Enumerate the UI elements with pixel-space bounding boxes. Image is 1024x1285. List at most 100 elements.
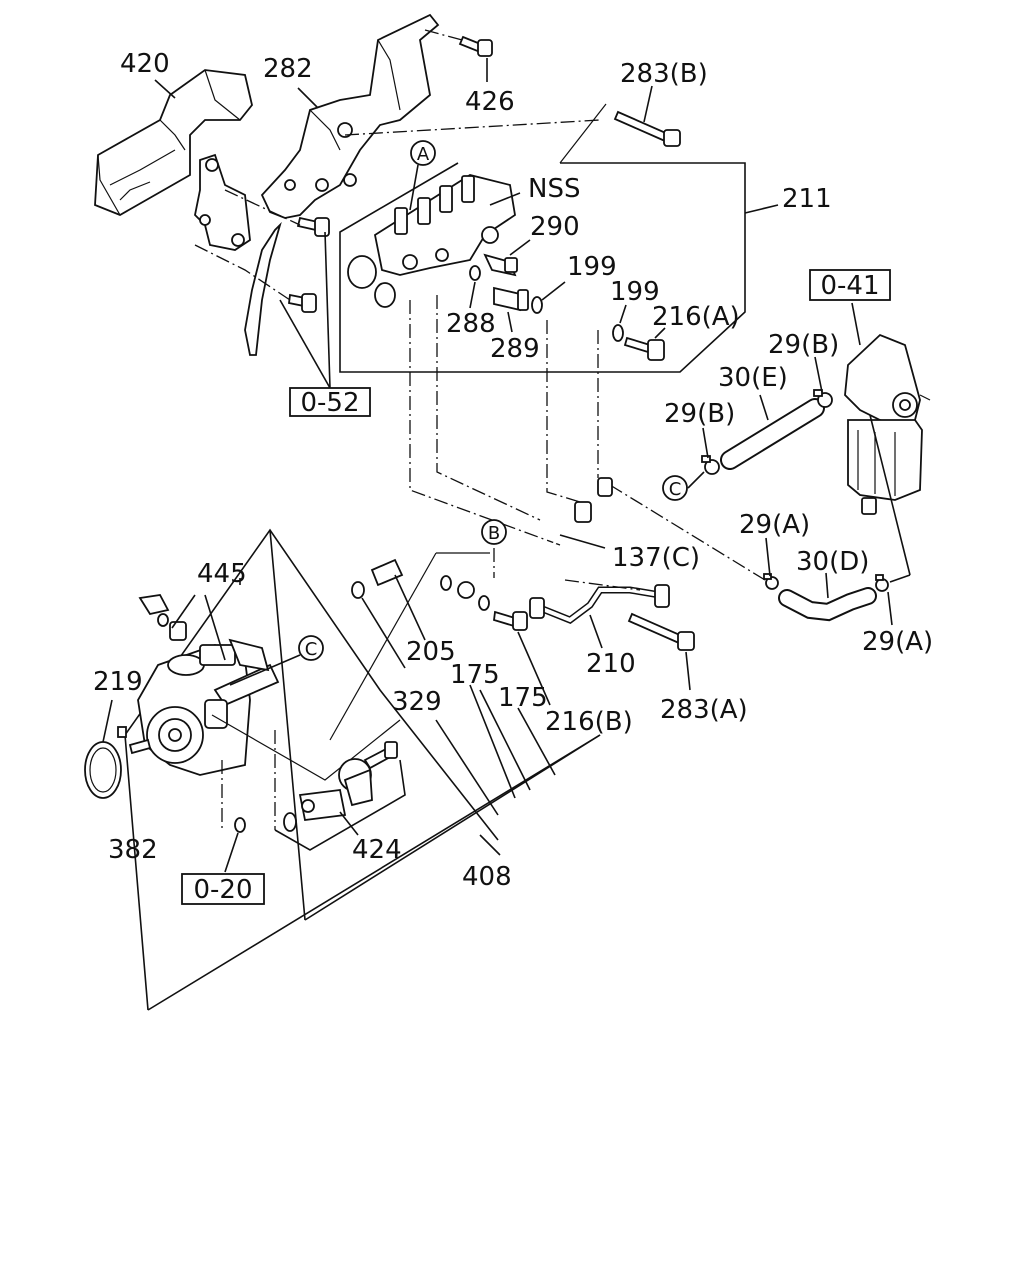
leader-29a-2 (887, 591, 893, 626)
part-fuel-filter (844, 333, 931, 515)
callout-29b-1[interactable]: 29(B) (768, 330, 839, 360)
circle-marker-c1-label: C (669, 479, 682, 500)
callout-445[interactable]: 445 (197, 559, 247, 589)
callout-290[interactable]: 290 (530, 212, 580, 242)
callout-216b[interactable]: 216(B) (545, 707, 633, 737)
leader-filter-29a-tip (889, 574, 911, 583)
callout-288[interactable]: 288 (446, 309, 496, 339)
part-289-connector (493, 286, 529, 312)
callout-210[interactable]: 210 (586, 649, 636, 679)
part-216b-bolt (493, 610, 528, 631)
leader-420 (154, 79, 176, 99)
callout-30d[interactable]: 30(D) (796, 547, 869, 577)
callout-29b-2[interactable]: 29(B) (664, 399, 735, 429)
callout-29a-2[interactable]: 29(A) (862, 627, 933, 657)
leader-445b (204, 594, 226, 661)
callout-382[interactable]: 382 (108, 835, 158, 865)
group-outline-211 (339, 162, 746, 373)
leader-137c (559, 534, 606, 549)
part-283b-bolt (613, 110, 681, 147)
dash-route-1 (409, 300, 561, 546)
leader-283b-group (559, 103, 607, 164)
dash-426 (424, 29, 463, 41)
part-mounting-bracket (194, 153, 282, 356)
circle-marker-a-label: A (417, 144, 430, 165)
group-outline-408-left (124, 528, 499, 1011)
leader-283b (643, 85, 653, 123)
part-pin (117, 726, 127, 738)
callout-424[interactable]: 424 (352, 835, 402, 865)
callout-420[interactable]: 420 (120, 49, 170, 79)
ref-box-020[interactable]: 0-20 (181, 873, 265, 905)
callout-205[interactable]: 205 (406, 637, 456, 667)
callout-282[interactable]: 282 (263, 54, 313, 84)
part-199-washer-b (612, 324, 624, 342)
part-282-bracket (260, 13, 440, 219)
leader-211 (744, 204, 779, 214)
leader-216a (654, 327, 666, 339)
leader-052-left (279, 299, 331, 389)
circle-marker-b: B (481, 519, 507, 545)
callout-175-a[interactable]: 175 (450, 660, 500, 690)
callout-29a-1[interactable]: 29(A) (739, 510, 810, 540)
callout-nss[interactable]: NSS (528, 174, 580, 204)
part-30e-hose (720, 398, 825, 470)
leader-210 (589, 614, 603, 649)
part-219-oring-inner (89, 747, 117, 793)
circle-marker-c2: C (298, 635, 324, 661)
callout-199-b[interactable]: 199 (610, 277, 660, 307)
ref-box-020-label: 0-20 (193, 875, 252, 905)
part-fuel-manifold (347, 174, 516, 308)
part-288-washer (469, 265, 481, 281)
leader-marker-a (409, 164, 419, 211)
dash-route-5 (609, 484, 766, 581)
ref-box-052-label: 0-52 (300, 388, 359, 418)
leader-175a (469, 684, 516, 799)
leader-282 (297, 87, 319, 109)
callout-408[interactable]: 408 (462, 862, 512, 892)
callout-283a[interactable]: 283(A) (660, 695, 748, 725)
part-supply-pump (128, 638, 280, 776)
group-line-408-bottom (147, 734, 601, 1011)
leader-216b (517, 631, 551, 706)
callout-289[interactable]: 289 (490, 334, 540, 364)
leader-30d (825, 572, 829, 599)
dash-route-2 (436, 295, 541, 521)
circle-marker-c2-label: C (305, 639, 318, 660)
leader-445 (171, 594, 196, 629)
ref-box-052[interactable]: 0-52 (289, 387, 371, 418)
line-marker-c2 (229, 654, 301, 686)
part-424-control-valve (298, 741, 398, 821)
callout-199-a[interactable]: 199 (567, 252, 617, 282)
leader-199b (619, 304, 627, 324)
ref-box-041[interactable]: 0-41 (809, 269, 891, 301)
part-205-fitting (370, 558, 404, 587)
leader-424 (339, 811, 359, 836)
part-137c-fuel-pipe (457, 477, 613, 599)
part-283a-bolt (627, 612, 695, 651)
leader-290 (509, 239, 531, 256)
dash-bracket-2 (194, 244, 291, 301)
leader-29b-1 (814, 356, 823, 393)
callout-219[interactable]: 219 (93, 667, 143, 697)
group-line-408-diagonal (269, 529, 306, 921)
part-175-washer-a (440, 575, 452, 591)
circle-marker-a: A (410, 140, 436, 166)
part-420-bracket (94, 69, 253, 216)
leader-288 (469, 281, 476, 309)
callout-211[interactable]: 211 (782, 184, 832, 214)
leader-175b-base (479, 689, 531, 791)
part-29b-clamp-b (701, 455, 720, 475)
callout-216a[interactable]: 216(A) (652, 302, 740, 332)
callout-30e[interactable]: 30(E) (718, 363, 788, 393)
dash-283b (344, 119, 601, 136)
part-oring-424 (283, 812, 297, 832)
part-29a-clamp-a (763, 573, 779, 590)
callout-283b[interactable]: 283(B) (620, 59, 708, 89)
callout-426[interactable]: 426 (465, 87, 515, 117)
leader-199a (541, 281, 566, 301)
callout-137c[interactable]: 137(C) (612, 543, 700, 573)
callout-175-b[interactable]: 175 (498, 683, 548, 713)
callout-329[interactable]: 329 (392, 687, 442, 717)
